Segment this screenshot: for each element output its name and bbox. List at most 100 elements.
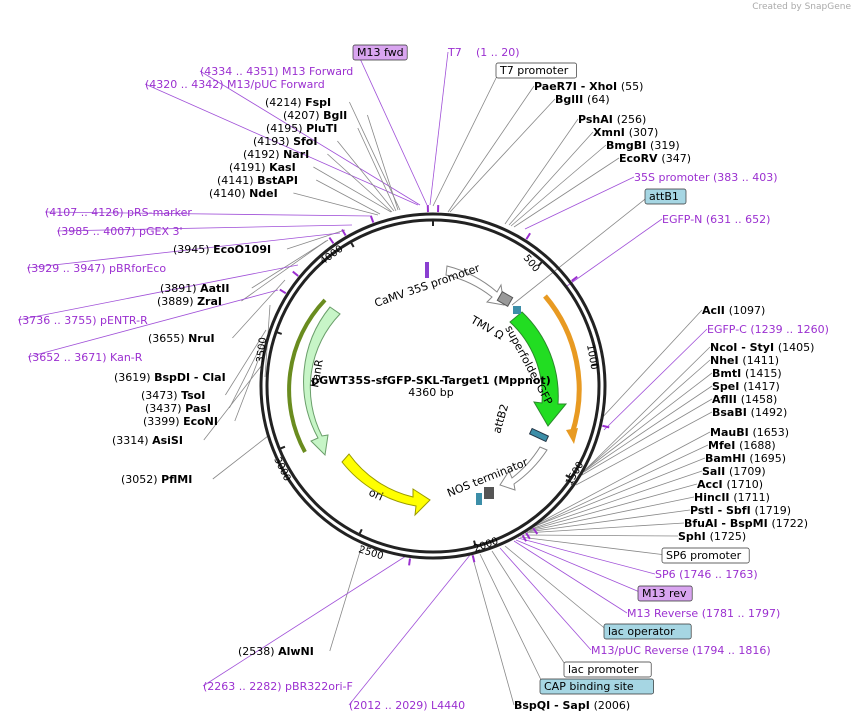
label-aflii: AflII (1458)	[712, 393, 777, 406]
primer-mark	[341, 228, 347, 237]
label-prs: (4107 .. 4126) pRS-marker	[45, 206, 192, 219]
sphi-text: SphI (1725)	[678, 530, 746, 543]
label-bstapi: (4141) BstAPI	[217, 174, 298, 187]
label-bspdi: (3619) BspDI - ClaI	[114, 371, 226, 384]
leader-line-m13revbox	[515, 539, 643, 594]
label-m13puc: (4320 .. 4342) M13/pUC Forward	[145, 78, 325, 91]
tick-mark	[473, 540, 477, 547]
primer-mark	[532, 527, 539, 535]
leader-line-m13fwd	[356, 51, 428, 206]
orange-arc-head	[566, 428, 578, 444]
bsabi-text: BsaBI (1492)	[712, 406, 787, 419]
m13revbox-box	[637, 585, 693, 602]
feature-label-tmv: TMV Ω	[468, 313, 506, 343]
t7range-text: (1 .. 20)	[476, 46, 520, 59]
leader-line-aflii	[581, 398, 713, 476]
leader-line-acci	[529, 483, 698, 531]
psti-text: PstI - SbfI (1719)	[690, 504, 791, 517]
feature-superfolder-gfp	[509, 311, 568, 427]
tick-mark	[279, 445, 286, 450]
leader-line-bamhi	[532, 457, 706, 528]
primer-mark	[525, 532, 531, 540]
pasi-text: (3437) PasI	[145, 402, 211, 415]
label-m13fwd: M13 fwd	[352, 44, 408, 61]
ecorv-text: EcoRV (347)	[619, 152, 691, 165]
label-s35prom: 35S promoter (383 .. 403)	[634, 171, 778, 184]
leader-line-psti	[526, 509, 691, 533]
sp6prom-box	[661, 547, 750, 564]
attb1-text: attB1	[649, 190, 679, 203]
sp6prom-text: SP6 promoter	[666, 549, 742, 562]
label-nari: (4192) NarI	[243, 148, 309, 161]
leader-line-mfei	[534, 444, 709, 527]
cap-box	[539, 678, 654, 695]
attb1-box	[644, 188, 687, 205]
label-pgex: (3985 .. 4007) pGEX 3'	[57, 225, 183, 238]
leader-line-pbrfor	[26, 232, 341, 269]
leader-line-t7	[429, 51, 449, 206]
lacop-box	[603, 623, 692, 640]
olive-feature-arc	[287, 298, 327, 453]
lacprom-box	[563, 661, 652, 678]
label-mfei: MfeI (1688)	[708, 439, 776, 452]
label-egfpn: EGFP-N (631 .. 652)	[662, 213, 770, 226]
leader-line-bspqi	[471, 554, 515, 706]
leader-line-hincii	[528, 496, 695, 532]
leader-line-xmni	[508, 131, 594, 226]
label-bglii: BglII (64)	[555, 93, 610, 106]
sfoi-text: (4193) SfoI	[253, 135, 317, 148]
bamhi-text: BamHI (1695)	[705, 452, 786, 465]
primer-mark	[369, 215, 375, 223]
leader-line-aatii	[251, 239, 329, 289]
leader-line-zrai	[241, 240, 327, 302]
econi-text: (3399) EcoNI	[143, 415, 218, 428]
m13fwd-box	[352, 44, 408, 61]
mcs-dark	[484, 487, 494, 499]
egfpn-text: EGFP-N (631 .. 652)	[662, 213, 770, 226]
cap-text: CAP binding site	[544, 680, 634, 693]
primer-mark	[602, 424, 610, 429]
kanrprimer-text: (3652 .. 3671) Kan-R	[28, 351, 143, 364]
feature-nos-terminator	[499, 446, 548, 491]
label-m13revbox: M13 rev	[637, 585, 693, 602]
label-acci: AccI (1710)	[697, 478, 763, 491]
label-aatii: (3891) AatII	[160, 282, 229, 295]
primer-mark	[408, 558, 411, 566]
ndei-text: (4140) NdeI	[209, 187, 278, 200]
leader-line-alwni	[329, 544, 363, 652]
s35prom-text: 35S promoter (383 .. 403)	[634, 171, 778, 184]
label-attb1: attB1	[644, 188, 687, 205]
label-l4440: (2012 .. 2029) L4440	[349, 699, 465, 712]
l4440-text: (2012 .. 2029) L4440	[349, 699, 465, 712]
pluti-text: (4195) PluTI	[266, 122, 337, 135]
tick-1500: 1500	[564, 460, 586, 488]
primer-mark	[328, 237, 335, 244]
lacop-text: lac operator	[608, 625, 675, 638]
label-m13rev: M13 Reverse (1781 .. 1797)	[627, 607, 780, 620]
label-spei: SpeI (1417)	[712, 380, 780, 393]
label-nhei: NheI (1411)	[710, 354, 779, 367]
leader-line-kasi	[313, 166, 392, 213]
label-ecorv: EcoRV (347)	[619, 152, 691, 165]
label-nrui: (3655) NruI	[148, 332, 215, 345]
kasi-text: (4191) KasI	[229, 161, 296, 174]
leader-line-bmgbi	[510, 144, 607, 227]
label-pluti: (4195) PluTI	[266, 122, 337, 135]
mcs-block	[476, 493, 482, 505]
maubi-text: MauBI (1653)	[710, 426, 789, 439]
leader-line-kanrprimer	[27, 289, 279, 358]
leader-line-lacop	[504, 545, 609, 632]
bmti-text: BmtI (1415)	[712, 367, 782, 380]
leader-line-bsabi	[575, 411, 713, 486]
leader-line-bstapi	[316, 179, 381, 215]
orange-feature-arc	[543, 294, 582, 435]
leader-line-sp6	[517, 537, 656, 575]
ncoi-text: NcoI - StyI (1405)	[710, 341, 814, 354]
label-bspqi: BspQI - SapI (2006)	[514, 699, 630, 712]
label-bfuai: BfuAI - BspMI (1722)	[684, 517, 808, 530]
feature-tmv-omega	[496, 290, 514, 308]
m13revbox-text: M13 rev	[642, 587, 687, 600]
leader-line-m13pucrev	[499, 547, 592, 651]
label-sali: SalI (1709)	[702, 465, 766, 478]
leader-line-nrui	[232, 279, 286, 339]
